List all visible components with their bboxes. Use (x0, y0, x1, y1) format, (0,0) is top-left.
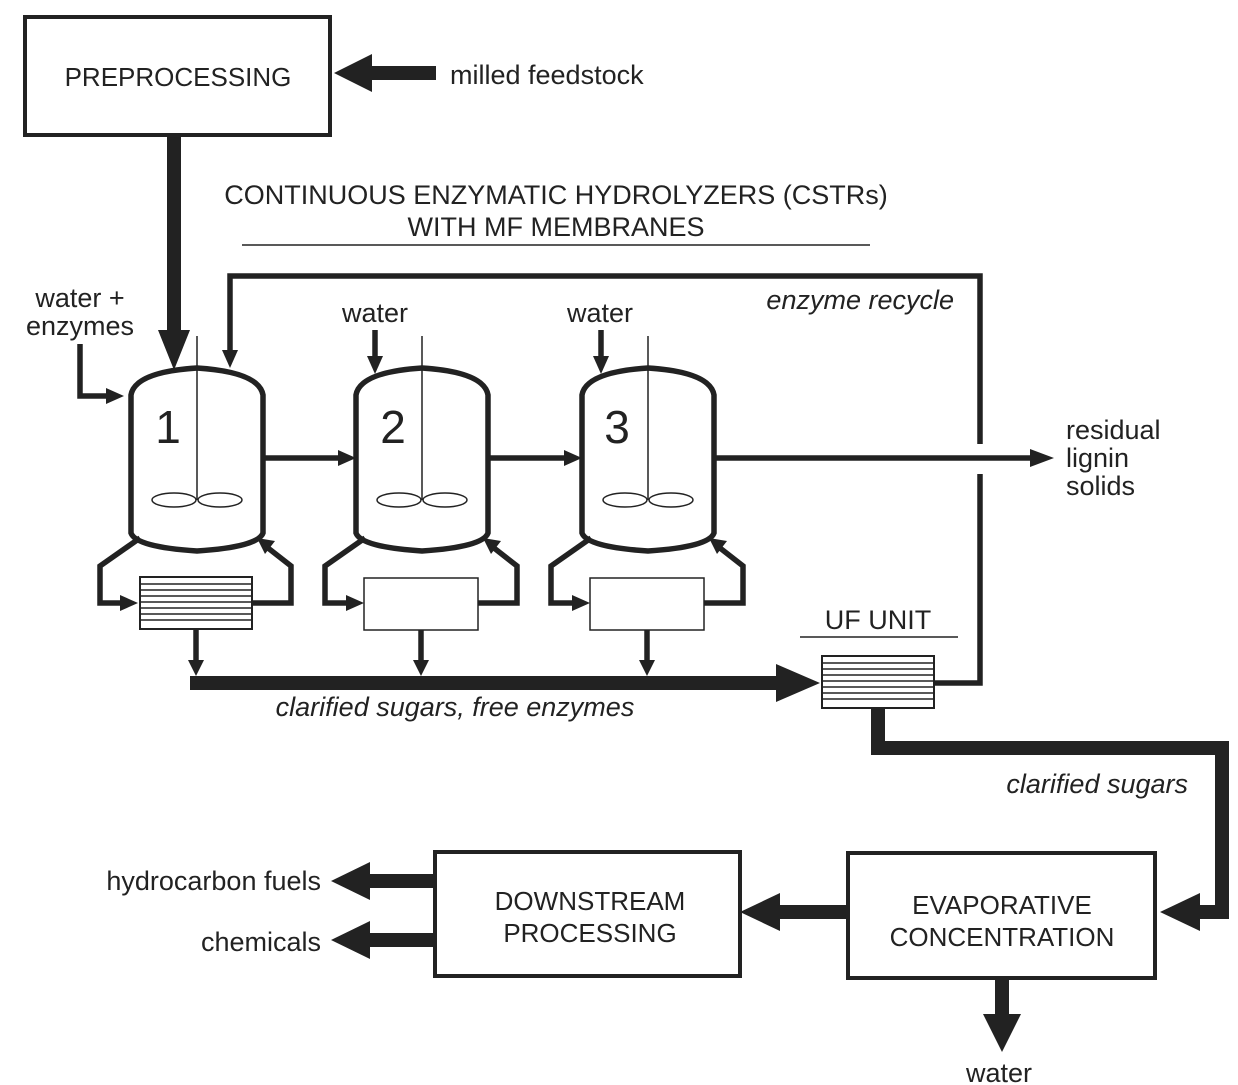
membrane-filter-2-icon (363, 577, 479, 631)
chemicals-arrow-icon (331, 921, 435, 959)
evap-to-downstream-arrow-icon (740, 893, 848, 931)
residual-solids-arrow-icon (714, 444, 1054, 474)
impeller-icon (376, 492, 468, 508)
water-3-arrow-icon (593, 330, 609, 374)
preprocessing-label: PREPROCESSING (65, 62, 292, 92)
water-out-label: water (965, 1058, 1032, 1085)
membrane-filter-1-icon (139, 576, 253, 630)
water-enzymes-label-line1: water + (34, 283, 124, 313)
enzyme-recycle-label: enzyme recycle (766, 285, 954, 315)
water-2-label: water (341, 298, 408, 328)
filter1-permeate-arrow-icon (188, 629, 204, 676)
feed-to-reactor1-arrow-icon (158, 135, 190, 370)
reactor-1: 1 (128, 336, 266, 554)
reactor1-to-reactor2-arrow-icon (263, 450, 356, 466)
downstream-label-line2: PROCESSING (503, 918, 676, 948)
filter2-permeate-arrow-icon (413, 630, 429, 676)
clarified-sugars-arrow-icon (871, 708, 1229, 931)
feedstock-arrow-icon (334, 54, 436, 92)
evaporative-label-line1: EVAPORATIVE (912, 890, 1092, 920)
water-3-label: water (566, 298, 633, 328)
hydrocarbon-fuels-label: hydrocarbon fuels (106, 866, 321, 896)
reactor-3-number: 3 (604, 401, 630, 453)
preprocessing-box (23, 15, 332, 137)
water-enzymes-label-line2: enzymes (26, 311, 134, 341)
diagram-title-line2: WITH MF MEMBRANES (408, 212, 705, 242)
reactor1-membrane-loop-icon (97, 535, 294, 611)
diagram-title-line1: CONTINUOUS ENZYMATIC HYDROLYZERS (CSTRs) (224, 180, 888, 210)
chemicals-label: chemicals (201, 927, 321, 957)
reactor-3: 3 (579, 336, 717, 554)
downstream-label-line1: DOWNSTREAM (495, 886, 686, 916)
filter3-permeate-arrow-icon (639, 630, 655, 676)
residual-label-line2: lignin (1066, 443, 1129, 473)
reactor3-membrane-loop-icon (548, 535, 746, 611)
clarified-sugars-free-enzymes-label: clarified sugars, free enzymes (276, 692, 635, 722)
impeller-icon (151, 492, 243, 508)
permeate-header-arrow-icon (190, 664, 820, 702)
hydrocarbon-fuels-arrow-icon (331, 862, 435, 900)
water-out-arrow-icon (983, 978, 1021, 1052)
reactor2-membrane-loop-icon (322, 535, 520, 611)
milled-feedstock-label: milled feedstock (450, 60, 644, 90)
uf-membrane-icon (821, 655, 935, 709)
impeller-icon (602, 492, 694, 508)
enzyme-recycle-loop-icon (222, 273, 983, 686)
reactor-2-number: 2 (380, 401, 406, 453)
residual-label-line3: solids (1066, 471, 1135, 501)
evaporative-label-line2: CONCENTRATION (890, 922, 1115, 952)
water-enzymes-arrow-icon (77, 344, 124, 404)
reactor-1-number: 1 (155, 401, 181, 453)
residual-label-line1: residual (1066, 415, 1161, 445)
uf-unit-label: UF UNIT (825, 605, 931, 635)
reactor2-to-reactor3-arrow-icon (488, 450, 582, 466)
clarified-sugars-label: clarified sugars (1006, 769, 1188, 799)
water-2-arrow-icon (367, 330, 383, 374)
downstream-processing-box (433, 850, 742, 978)
evaporative-concentration-box (846, 851, 1157, 980)
membrane-filter-3-icon (589, 577, 705, 631)
reactor-2: 2 (353, 336, 491, 554)
